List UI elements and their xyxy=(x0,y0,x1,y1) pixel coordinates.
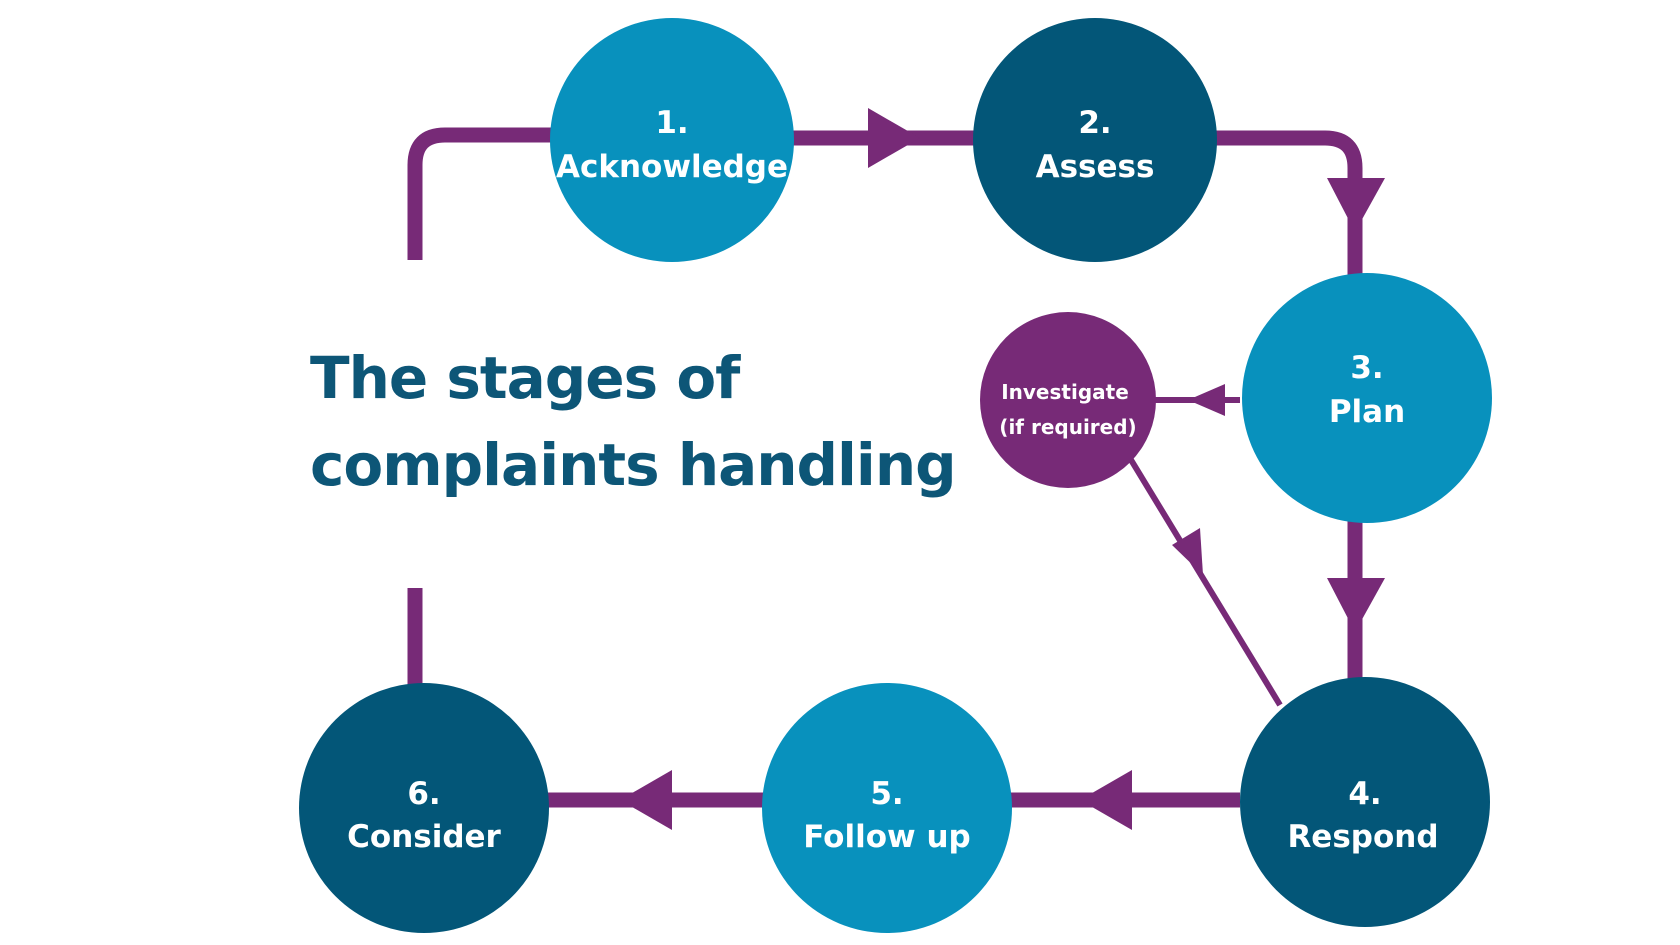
arrowheads xyxy=(620,108,1385,830)
node-circle xyxy=(1240,677,1490,927)
connector-investigate-to-respond xyxy=(1122,448,1283,707)
node-circle xyxy=(762,683,1012,933)
node-acknowledge: 1. Acknowledge xyxy=(550,18,794,262)
node-number: 4. xyxy=(1348,776,1381,812)
arrow-left-icon xyxy=(620,770,672,830)
title-line-1: The stages of xyxy=(310,344,741,412)
connector-consider-to-acknowledge-top xyxy=(407,127,560,260)
arrow-down-icon xyxy=(1327,178,1385,232)
connector-assess-to-plan xyxy=(1205,130,1363,290)
node-follow-up: 5. Follow up xyxy=(762,683,1012,933)
arrow-left-icon xyxy=(1188,384,1225,416)
node-circle xyxy=(1242,273,1492,523)
node-number: 6. xyxy=(407,776,440,812)
node-number: 5. xyxy=(870,776,903,812)
node-number: 1. xyxy=(655,105,688,141)
arrow-down-icon xyxy=(1327,578,1385,632)
node-plan: 3. Plan xyxy=(1242,273,1492,523)
node-investigate: Investigate (if required) xyxy=(980,312,1156,488)
arrow-left-icon xyxy=(1080,770,1132,830)
arrow-right-icon xyxy=(868,108,920,168)
node-circle xyxy=(980,312,1156,488)
node-label: Acknowledge xyxy=(556,149,788,185)
node-label: Follow up xyxy=(803,819,970,855)
node-assess: 2. Assess xyxy=(973,18,1217,262)
node-label-line2: (if required) xyxy=(999,415,1136,439)
node-label: Consider xyxy=(347,819,501,855)
node-number: 3. xyxy=(1350,350,1383,386)
node-consider: 6. Consider xyxy=(299,683,549,933)
node-circle xyxy=(550,18,794,262)
node-circle xyxy=(973,18,1217,262)
node-circle xyxy=(299,683,549,933)
arrow-down-right-icon xyxy=(1172,528,1203,575)
node-respond: 4. Respond xyxy=(1240,677,1490,927)
node-number: 2. xyxy=(1078,105,1111,141)
node-label: Respond xyxy=(1287,819,1438,855)
node-label-line1: Investigate xyxy=(1001,380,1129,404)
title-line-2: complaints handling xyxy=(310,431,956,499)
node-label: Plan xyxy=(1329,394,1405,430)
node-label: Assess xyxy=(1036,149,1155,185)
page-title: The stages of complaints handling xyxy=(310,344,957,499)
